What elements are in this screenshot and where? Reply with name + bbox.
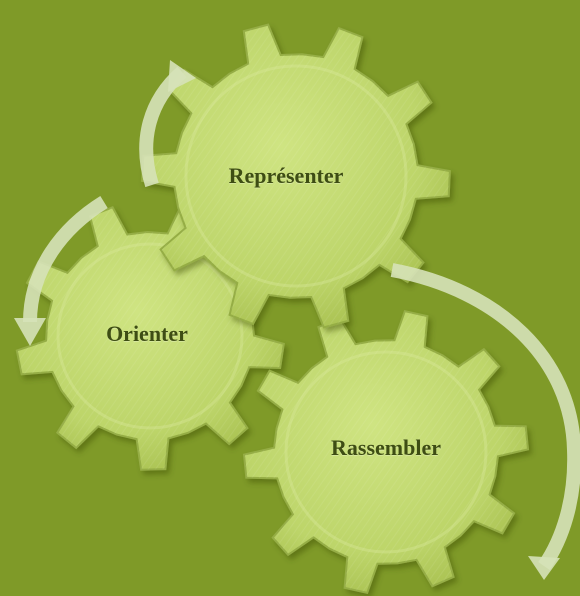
gear-label-orienter: Orienter: [106, 321, 188, 347]
gear-label-rassembler: Rassembler: [331, 435, 441, 461]
cycle-arrow-right-head: [528, 556, 560, 580]
gear-label-representer: Représenter: [229, 163, 344, 189]
